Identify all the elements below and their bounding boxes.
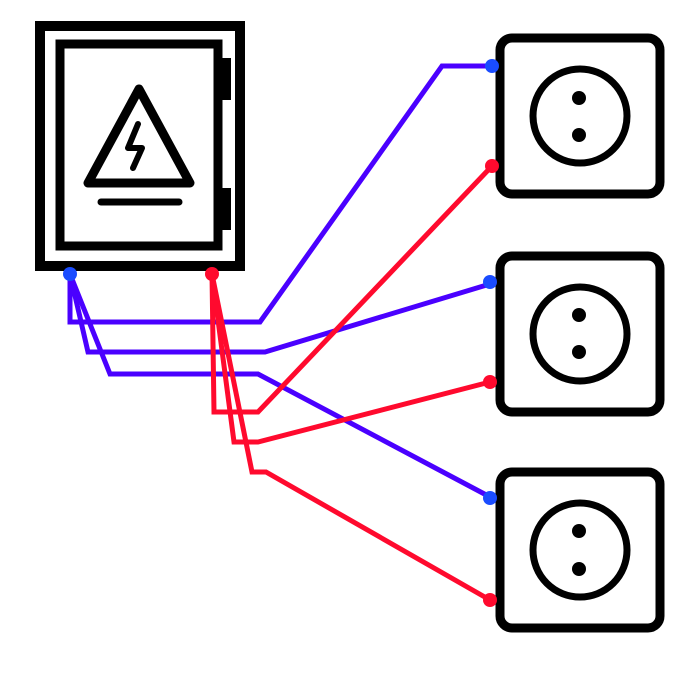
power-socket-icon — [529, 283, 631, 385]
socket-2-live-terminal — [483, 375, 497, 389]
live-wire-socket-1 — [209, 164, 494, 415]
power-socket-icon — [529, 65, 631, 167]
socket-pin-hole — [572, 128, 586, 142]
socket-plate — [495, 33, 665, 199]
socket-pin-hole — [572, 308, 586, 322]
socket-pin-hole — [572, 524, 586, 538]
wires — [67, 63, 494, 603]
socket-1-live-terminal — [485, 159, 499, 173]
neutral-wire-socket-1 — [67, 63, 492, 325]
panel-neutral-terminal — [63, 267, 77, 281]
socket-pin-hole — [572, 91, 586, 105]
neutral-wire-socket-2 — [67, 273, 491, 355]
socket-3-neutral-terminal — [483, 491, 497, 505]
socket-pin-hole — [572, 562, 586, 576]
live-wire-socket-3 — [209, 273, 492, 603]
socket-1-neutral-terminal — [485, 59, 499, 73]
power-socket-1 — [485, 33, 665, 199]
neutral-wire-socket-3 — [67, 273, 494, 501]
socket-2-neutral-terminal — [483, 275, 497, 289]
panel-hinge-top — [219, 58, 231, 100]
power-socket-3 — [483, 467, 665, 633]
socket-3-live-terminal — [483, 593, 497, 607]
socket-plate — [495, 251, 665, 417]
socket-plate — [495, 467, 665, 633]
socket-pin-hole — [572, 345, 586, 359]
high-voltage-warning-icon — [83, 84, 195, 206]
electrical-panel — [35, 21, 245, 281]
panel-hinge-bottom — [219, 188, 231, 230]
power-socket-icon — [529, 499, 631, 601]
power-socket-2 — [483, 251, 665, 417]
panel-live-terminal — [205, 267, 219, 281]
